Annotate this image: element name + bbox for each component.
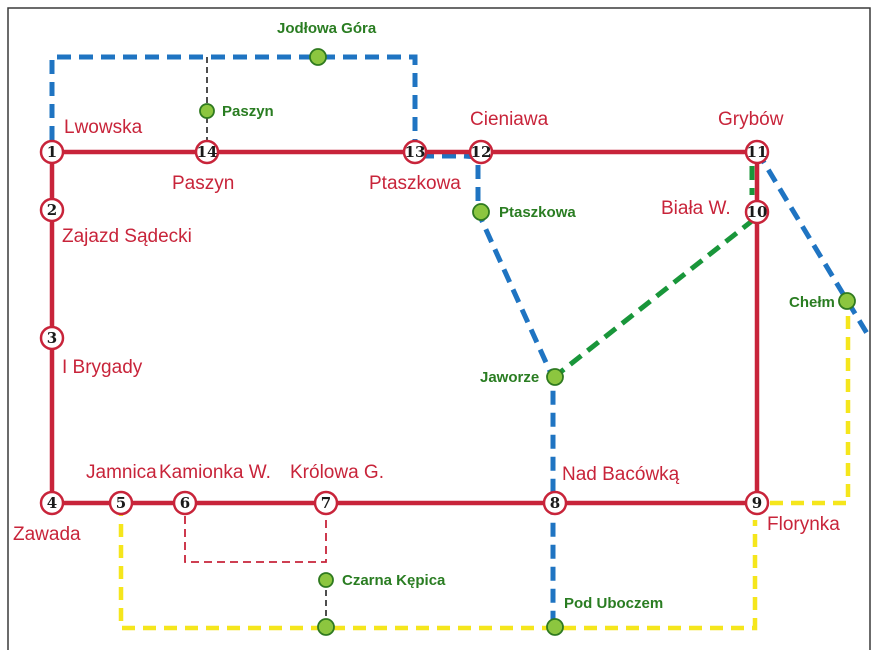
node-11[interactable]: 11 — [744, 139, 770, 165]
node-4[interactable]: 4 — [39, 490, 65, 516]
node-14[interactable]: 14 — [194, 139, 220, 165]
node-label-i-brygady: I Brygady — [62, 357, 143, 378]
node-8[interactable]: 8 — [542, 490, 568, 516]
node-number: 2 — [47, 201, 57, 219]
stop-label-jaworze: Jaworze — [480, 369, 539, 386]
node-number: 13 — [405, 143, 426, 161]
node-label-zawada: Zawada — [13, 524, 81, 545]
node-13[interactable]: 13 — [402, 139, 428, 165]
red-route — [49, 149, 760, 506]
stop-label-jodlowa-gora: Jodłowa Góra — [277, 20, 377, 37]
stop-dot-chelm[interactable] — [838, 292, 856, 310]
node-10[interactable]: 10 — [744, 199, 770, 225]
node-number: 9 — [752, 494, 762, 512]
node-6[interactable]: 6 — [172, 490, 198, 516]
node-label-lwowska: Lwowska — [64, 117, 143, 138]
stop-dot-jodlowa-gora[interactable] — [309, 48, 327, 66]
node-1[interactable]: 1 — [39, 139, 65, 165]
node-number: 8 — [550, 494, 560, 512]
green-route — [551, 166, 759, 380]
node-number: 3 — [47, 329, 57, 347]
stop-dot-paszyn[interactable] — [199, 103, 215, 119]
node-label-florynka: Florynka — [767, 514, 840, 535]
node-number: 4 — [47, 494, 57, 512]
node-number: 14 — [197, 143, 218, 161]
stop-dot-czarna-kepica[interactable] — [318, 572, 334, 588]
stop-label-pod-uboczem: Pod Uboczem — [564, 595, 663, 612]
stop-dot-ptaszkowa[interactable] — [472, 203, 490, 221]
node-label-ptaszkowa: Ptaszkowa — [369, 173, 461, 194]
stop-label-paszyn: Paszyn — [222, 103, 274, 120]
node-number: 11 — [747, 143, 768, 161]
node-label-krolowa-g: Królowa G. — [290, 462, 384, 483]
node-number: 12 — [471, 143, 492, 161]
stop-label-chelm: Chełm — [789, 294, 835, 311]
node-label-biala-w: Biała W. — [661, 198, 731, 219]
yellow-route — [118, 302, 851, 631]
node-label-paszyn: Paszyn — [172, 173, 234, 194]
node-7[interactable]: 7 — [313, 490, 339, 516]
node-label-cieniawa: Cieniawa — [470, 109, 549, 130]
node-number: 10 — [747, 203, 768, 221]
node-label-kamionka-w: Kamionka W. — [159, 462, 271, 483]
node-2[interactable]: 2 — [39, 197, 65, 223]
node-3[interactable]: 3 — [39, 325, 65, 351]
node-label-grybow: Grybów — [718, 109, 784, 130]
map-frame — [7, 7, 871, 650]
node-label-jamnica: Jamnica — [86, 462, 157, 483]
stop-dot-pod-uboczem[interactable] — [546, 618, 564, 636]
node-5[interactable]: 5 — [108, 490, 134, 516]
node-number: 1 — [47, 143, 57, 161]
node-label-zajazd-sadecki: Zajazd Sądecki — [62, 226, 192, 247]
stop-dot-jaworze[interactable] — [546, 368, 564, 386]
node-number: 7 — [321, 494, 331, 512]
node-label-nad-bacowka: Nad Bacówką — [562, 464, 680, 485]
kamionka-connector — [184, 503, 327, 563]
node-number: 5 — [116, 494, 126, 512]
node-12[interactable]: 12 — [468, 139, 494, 165]
stop-label-ptaszkowa: Ptaszkowa — [499, 204, 576, 221]
stop-label-czarna-kepica: Czarna Kępica — [342, 572, 446, 589]
node-number: 6 — [180, 494, 190, 512]
node-9[interactable]: 9 — [744, 490, 770, 516]
stop-dot-czarna-kepica-bottom[interactable] — [317, 618, 335, 636]
